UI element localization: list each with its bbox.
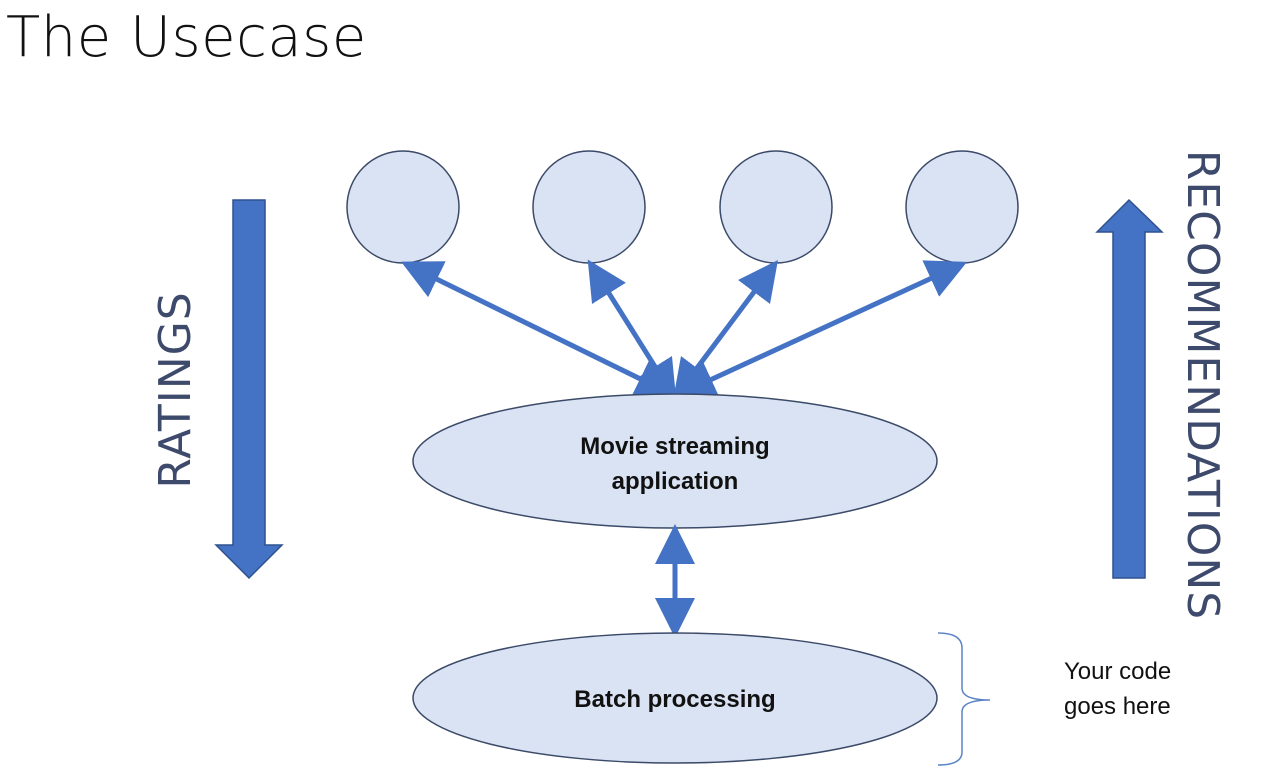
batch-processing-node [412, 632, 938, 764]
connector-arrow-user-2 [587, 259, 677, 401]
movie-streaming-app-label-line2: application [612, 468, 739, 495]
code-scope-bracket [937, 632, 991, 766]
user-node-4 [905, 150, 1019, 264]
batch-processing-label: Batch processing [574, 686, 775, 713]
recommendations-up-arrow [1095, 198, 1164, 579]
user-node-1 [346, 150, 460, 264]
recommendations-label: RECOMMENDATIONS [1177, 150, 1228, 621]
ratings-label: RATINGS [150, 291, 201, 488]
code-note-line2: goes here [1064, 693, 1171, 720]
user-node-2 [532, 150, 646, 264]
connector-arrow-user-4 [674, 260, 968, 398]
slide-title: The Usecase [6, 5, 367, 70]
code-note-line1: Your code [1064, 658, 1171, 685]
ratings-down-arrow [214, 199, 284, 580]
user-node-3 [719, 150, 833, 264]
movie-streaming-app-label-line1: Movie streaming [580, 433, 769, 460]
movie-streaming-app-node [412, 393, 938, 529]
